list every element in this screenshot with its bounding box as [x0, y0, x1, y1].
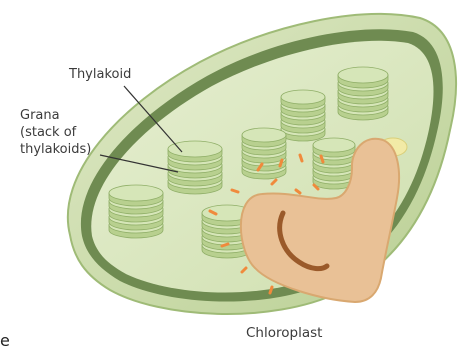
- grana-label-line3: thylakoids): [20, 141, 91, 158]
- thylakoid-disc-top: [281, 90, 325, 104]
- grana-label: Grana (stack of thylakoids): [20, 107, 91, 158]
- thylakoid-disc-top: [168, 141, 222, 157]
- chloroplast-label: Chloroplast: [246, 325, 322, 342]
- thylakoid-disc-top: [313, 138, 355, 152]
- grana-label-line2: (stack of: [20, 124, 91, 141]
- thylakoid-label: Thylakoid: [69, 66, 131, 83]
- thylakoid-disc-top: [242, 128, 286, 142]
- accent-mark: [300, 155, 302, 161]
- accent-mark: [232, 190, 238, 192]
- edge-text-fragment: e: [0, 332, 10, 349]
- accent-mark: [280, 160, 282, 166]
- grana-label-line1: Grana: [20, 107, 91, 124]
- accent-mark: [321, 156, 323, 162]
- granum-stack: [168, 141, 222, 194]
- thylakoid-disc-top: [109, 185, 163, 201]
- granum-stack: [281, 90, 325, 141]
- granum-stack: [242, 128, 286, 179]
- granum-stack: [338, 67, 388, 120]
- accent-mark: [270, 287, 272, 293]
- accent-mark: [222, 244, 228, 246]
- granum-stack: [109, 185, 163, 238]
- thylakoid-disc-top: [338, 67, 388, 83]
- granum-stack: [313, 138, 355, 189]
